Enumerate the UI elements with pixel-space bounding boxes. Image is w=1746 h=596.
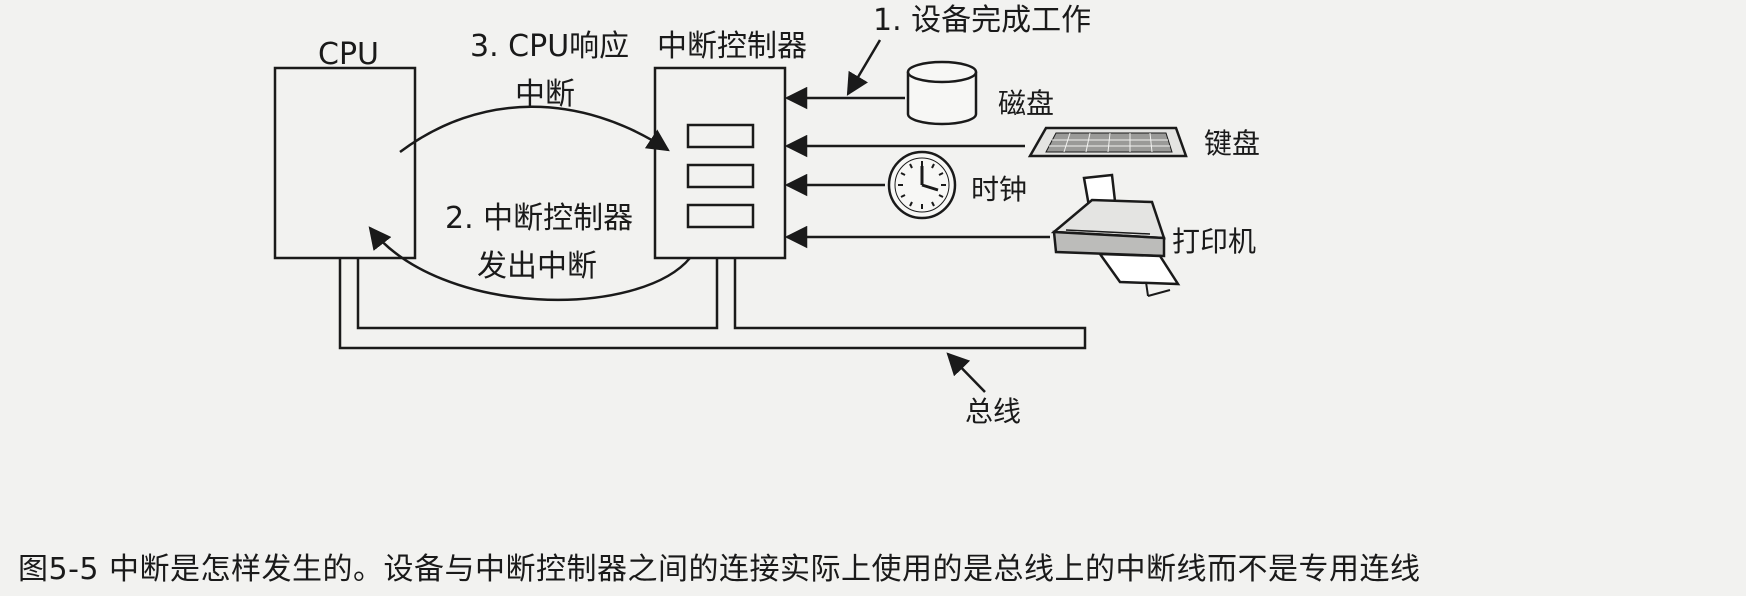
- step3-label-line1: 3. CPU响应: [470, 29, 630, 64]
- figure-caption: 图5-5 中断是怎样发生的。设备与中断控制器之间的连接实际上使用的是总线上的中断…: [18, 552, 1421, 587]
- keyboard-icon: [1027, 126, 1188, 158]
- disk-icon: [906, 60, 978, 126]
- cpu-box: [273, 66, 417, 260]
- printer-label: 打印机: [1172, 225, 1257, 258]
- controller-label: 中断控制器: [657, 29, 807, 64]
- pointer-step1: [846, 39, 882, 96]
- controller-slot-3: [686, 203, 755, 229]
- step2-label-line1: 2. 中断控制器: [445, 201, 634, 236]
- controller-box: [653, 66, 787, 260]
- disk-label: 磁盘: [998, 87, 1055, 120]
- printer-icon: [1050, 173, 1181, 297]
- keyboard-label: 键盘: [1204, 127, 1261, 160]
- clock-label: 时钟: [971, 173, 1028, 206]
- bus-label: 总线: [965, 395, 1022, 428]
- clock-icon: [887, 150, 957, 220]
- step1-label: 1. 设备完成工作: [873, 3, 1092, 38]
- arrow-controller-interrupt: [368, 226, 691, 302]
- step2-label-line2: 发出中断: [477, 249, 597, 284]
- cpu-label: CPU: [318, 37, 379, 72]
- controller-slot-1: [686, 123, 755, 149]
- controller-slot-2: [686, 163, 755, 189]
- step3-label-line2: 中断: [515, 77, 575, 112]
- pointer-bus: [946, 352, 986, 393]
- bus: [338, 258, 1087, 350]
- arrow-cpu-response: [399, 105, 670, 154]
